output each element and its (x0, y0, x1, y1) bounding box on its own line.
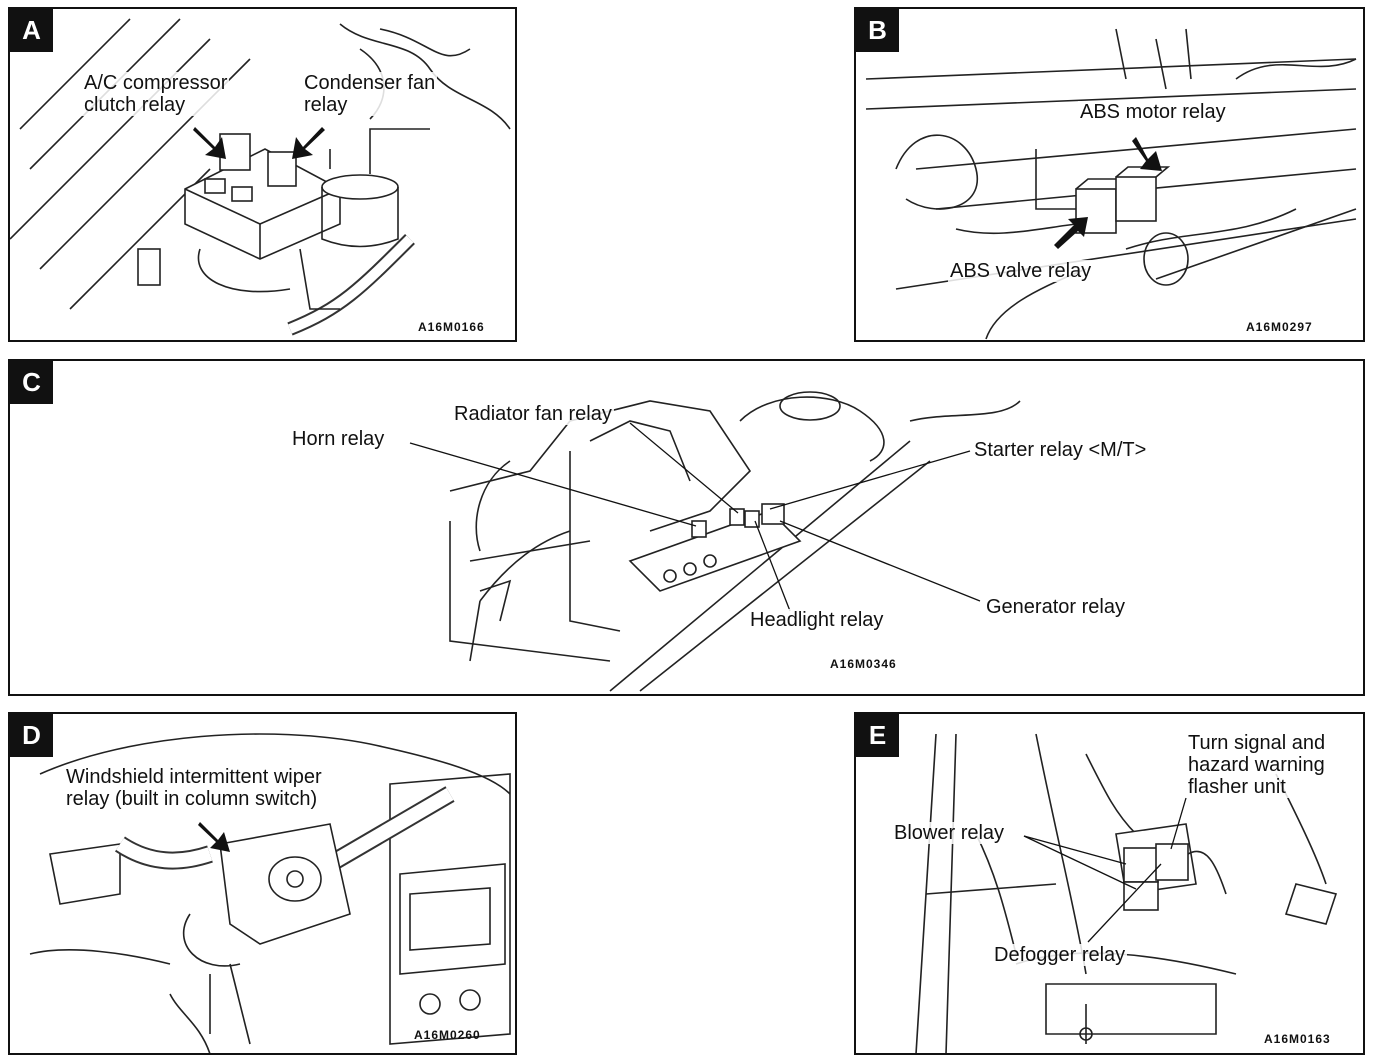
generator-relay-label: Generator relay (984, 596, 1127, 618)
turn-signal-flasher-label: Turn signal and hazard warning flasher u… (1186, 732, 1328, 798)
figure-code: A16M0166 (418, 320, 485, 334)
figure-code: A16M0346 (830, 657, 897, 671)
panel-letter: D (10, 714, 53, 757)
panel-letter: A (10, 9, 53, 52)
panel-d-illustration (29, 733, 511, 1053)
panel-e-illustration (915, 733, 1338, 1053)
panel-a-illustration (10, 18, 511, 336)
panel-letter: C (10, 361, 53, 404)
figure-code: A16M0163 (1264, 1032, 1331, 1046)
panel-letter: E (856, 714, 899, 757)
panel-d: D Windshield intermittent wiper relay (b… (8, 712, 517, 1055)
figure-code: A16M0260 (414, 1028, 481, 1042)
defogger-relay-label: Defogger relay (992, 944, 1128, 966)
blower-relay-label: Blower relay (892, 822, 1007, 844)
radiator-fan-relay-label: Radiator fan relay (452, 403, 614, 425)
ac-compressor-clutch-relay-label: A/C compressor clutch relay (82, 72, 230, 116)
panel-a: A A/C compressor clutch relay Condenser … (8, 7, 517, 342)
headlight-relay-label: Headlight relay (748, 609, 886, 631)
windshield-wiper-relay-label: Windshield intermittent wiper relay (bui… (64, 766, 324, 810)
horn-relay-label: Horn relay (290, 428, 387, 450)
panel-b: B ABS motor relay ABS valve relay A16M02… (854, 7, 1365, 342)
starter-relay-label: Starter relay <M/T> (972, 439, 1149, 461)
panel-c: C Radiator fan relay Horn relay Starter … (8, 359, 1365, 696)
panel-c-illustration (409, 391, 1021, 692)
condenser-fan-relay-label: Condenser fan relay (302, 72, 438, 116)
panel-e: E Turn signal and hazard warning flasher… (854, 712, 1365, 1055)
panel-b-illustration (865, 28, 1357, 340)
panel-letter: B (856, 9, 899, 52)
abs-valve-relay-label: ABS valve relay (948, 260, 1094, 282)
figure-code: A16M0297 (1246, 320, 1313, 334)
abs-motor-relay-label: ABS motor relay (1078, 101, 1228, 123)
